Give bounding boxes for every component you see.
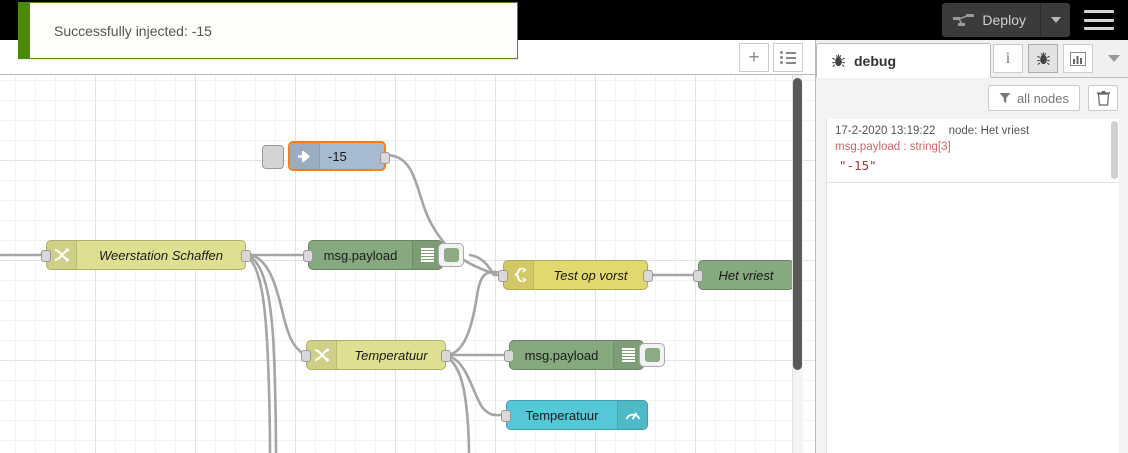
- node-input-port[interactable]: [303, 250, 313, 262]
- right-sidebar: debug i: [815, 40, 1128, 453]
- node-output-port[interactable]: [380, 152, 390, 164]
- node-label: Temperatuur: [525, 407, 599, 423]
- sidebar-button-info[interactable]: i: [993, 44, 1023, 73]
- node-input-port[interactable]: [693, 270, 703, 282]
- node-debug-msgpayload-2[interactable]: msg.payload: [504, 340, 665, 370]
- debug-message-meta: 17-2-2020 13:19:22 node: Het vriest: [835, 125, 1111, 137]
- wire-weerstation-down-b: [247, 256, 272, 453]
- clear-debug-button[interactable]: [1088, 85, 1118, 111]
- lines-icon: [412, 241, 442, 269]
- sidebar-button-debug[interactable]: [1028, 44, 1058, 73]
- braces-icon: [504, 261, 534, 289]
- debug-scrollbar-thumb[interactable]: [1111, 121, 1118, 179]
- node-label: msg.payload: [323, 247, 398, 263]
- flow-list-button[interactable]: [773, 43, 803, 72]
- menu-line: [1084, 18, 1114, 22]
- node-input-port[interactable]: [501, 410, 511, 422]
- node-label: Weerstation Schaffen: [98, 247, 224, 263]
- wire-temperatuur-to-switch: [445, 270, 499, 357]
- node-label: Test op vorst: [553, 267, 628, 283]
- sidebar-button-chart[interactable]: [1063, 44, 1093, 73]
- bug-icon: [832, 54, 845, 67]
- debug-enable-toggle[interactable]: [438, 243, 464, 267]
- debug-value: "-15": [839, 158, 877, 173]
- node-debug-msgpayload-1[interactable]: msg.payload: [303, 240, 464, 270]
- gauge-icon: [617, 401, 647, 429]
- sidebar-tabstrip: debug i: [816, 40, 1128, 78]
- node-weerstation-schaffen[interactable]: Weerstation Schaffen: [41, 240, 251, 270]
- menu-line: [1084, 10, 1114, 13]
- node-output-port[interactable]: [441, 350, 451, 362]
- flow-canvas[interactable]: -15 Weerstation Schaffen msg.payload: [0, 75, 815, 453]
- bug-icon: [1036, 52, 1050, 65]
- shuffle-icon: [307, 341, 337, 369]
- notification-message: Successfully injected: -15: [54, 22, 212, 39]
- node-input-port[interactable]: [41, 250, 51, 262]
- hamburger-menu-icon[interactable]: [1082, 8, 1116, 32]
- chart-icon: [1070, 51, 1086, 66]
- inject-trigger-button[interactable]: [262, 145, 284, 169]
- wire-inject-to-switch: [384, 153, 499, 277]
- shuffle-icon: [47, 241, 77, 269]
- wire-temperatuur-down: [445, 355, 471, 453]
- lines-icon: [613, 341, 643, 369]
- deploy-label: Deploy: [982, 12, 1026, 28]
- wire-weerstation-to-temperatuur: [247, 253, 307, 357]
- filter-icon: [999, 93, 1011, 103]
- node-input-port[interactable]: [504, 350, 514, 362]
- wire-weerstation-down-a: [247, 254, 278, 453]
- add-flow-button[interactable]: +: [739, 43, 769, 72]
- debug-source-node: node: Het vriest: [948, 125, 1030, 137]
- filter-all-nodes-button[interactable]: all nodes: [987, 85, 1080, 111]
- debug-message-list[interactable]: 17-2-2020 13:19:22 node: Het vriest msg.…: [826, 119, 1119, 453]
- list-icon: [780, 51, 796, 64]
- chevron-down-icon: [1108, 55, 1120, 62]
- plus-icon: +: [748, 47, 760, 68]
- inject-arrow-icon: [290, 143, 320, 169]
- wire-layer: [0, 153, 698, 453]
- node-input-port[interactable]: [498, 270, 508, 282]
- deploy-button[interactable]: Deploy: [942, 3, 1040, 37]
- debug-message[interactable]: 17-2-2020 13:19:22 node: Het vriest msg.…: [827, 119, 1119, 183]
- node-test-op-vorst[interactable]: Test op vorst: [498, 260, 653, 290]
- node-inject[interactable]: -15: [262, 141, 390, 171]
- node-label: Temperatuur: [354, 347, 428, 363]
- node-label: -15: [328, 148, 347, 164]
- trash-icon: [1096, 90, 1110, 106]
- deploy-icon: [953, 14, 975, 26]
- tab-debug[interactable]: debug: [816, 43, 991, 78]
- node-label: Het vriest: [718, 267, 774, 283]
- canvas-scrollbar-thumb[interactable]: [793, 78, 802, 370]
- node-temperatuur-gauge[interactable]: Temperatuur: [501, 400, 648, 430]
- filter-label: all nodes: [1016, 90, 1069, 106]
- deploy-button-group[interactable]: Deploy: [942, 3, 1070, 37]
- wire-temperatuur-to-gauge: [445, 354, 506, 417]
- chevron-down-icon: [1050, 17, 1061, 23]
- node-temperatuur-function[interactable]: Temperatuur: [301, 340, 451, 370]
- deploy-dropdown-button[interactable]: [1040, 3, 1070, 37]
- debug-timestamp: 17-2-2020 13:19:22: [835, 125, 936, 137]
- debug-toolbar: all nodes: [816, 78, 1128, 118]
- node-output-port[interactable]: [241, 250, 251, 262]
- debug-enable-toggle[interactable]: [639, 343, 665, 367]
- debug-property: msg.payload : string[3]: [835, 141, 951, 153]
- node-het-vriest[interactable]: Het vriest: [693, 260, 794, 290]
- node-input-port[interactable]: [301, 350, 311, 362]
- notification-toast[interactable]: Successfully injected: -15: [18, 2, 518, 59]
- sidebar-more-button[interactable]: [1101, 44, 1127, 73]
- node-output-port[interactable]: [643, 270, 653, 282]
- tab-debug-label: debug: [854, 52, 896, 69]
- node-label: msg.payload: [524, 347, 599, 363]
- menu-line: [1084, 27, 1114, 30]
- info-icon: i: [1005, 49, 1011, 67]
